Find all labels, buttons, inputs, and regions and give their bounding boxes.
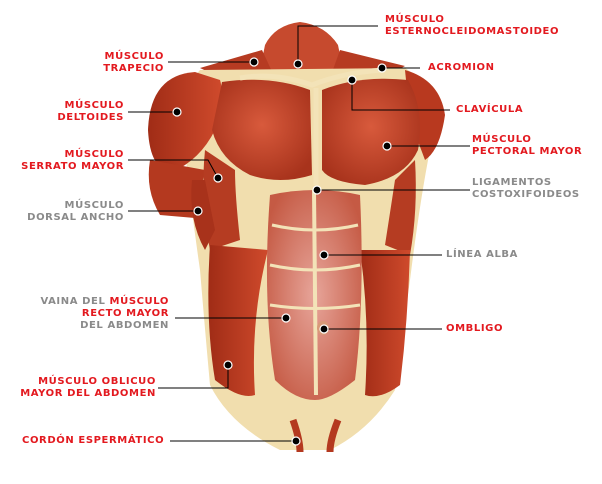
deltoid-left [148, 72, 222, 172]
label-cordon: CORDÓN ESPERMÁTICO [22, 435, 164, 447]
marker-serrato [213, 173, 223, 183]
label-linea-alba: LÍNEA ALBA [446, 249, 518, 261]
label-oblicuo-line2: MAYOR DEL ABDOMEN [20, 388, 156, 399]
marker-dorsal [193, 206, 203, 216]
label-deltoides-line1: MÚSCULO [64, 100, 124, 111]
marker-linea-alba [319, 250, 329, 260]
pectoral-left [212, 79, 312, 180]
label-oblicuo-line1: MÚSCULO OBLICUO [38, 376, 156, 387]
label-cordon-line1: CORDÓN ESPERMÁTICO [22, 435, 165, 446]
label-clavicula-line1: CLAVÍCULA [456, 104, 524, 115]
label-esternocleidomastoideo: MÚSCULO ESTERNOCLEIDOMASTOIDEO [385, 14, 559, 38]
neck [258, 22, 345, 80]
label-ombligo-line1: OMBLIGO [446, 323, 504, 334]
marker-acromion [377, 63, 387, 73]
label-dorsal: MÚSCULO DORSAL ANCHO [27, 200, 124, 224]
oblique-right [360, 250, 410, 397]
label-esterno-line1: MÚSCULO [385, 14, 445, 25]
label-vaina-line1: VAINA DEL MÚSCULO [40, 296, 169, 308]
label-trapecio-line1: MÚSCULO [104, 51, 164, 62]
marker-deltoides [172, 107, 182, 117]
label-linea-alba-line1: LÍNEA ALBA [446, 249, 518, 260]
label-vaina-recto: VAINA DEL MÚSCULO RECTO MAYOR DEL ABDOME… [40, 296, 169, 332]
marker-cordon [291, 436, 301, 446]
marker-esternocleidomastoideo [293, 59, 303, 69]
label-oblicuo: MÚSCULO OBLICUO MAYOR DEL ABDOMEN [20, 376, 156, 400]
marker-pectoral [382, 141, 392, 151]
label-dorsal-line1: MÚSCULO [64, 200, 124, 211]
label-serrato: MÚSCULO SERRATO MAYOR [21, 149, 124, 173]
spermatic-cord-right [326, 418, 342, 453]
label-ligamentos: LIGAMENTOS COSTOXIFOIDEOS [472, 177, 580, 201]
label-acromion-line1: ACROMION [428, 62, 495, 73]
label-ligamentos-line2: COSTOXIFOIDEOS [472, 189, 580, 200]
label-vaina-line1a: VAINA DEL [40, 296, 110, 307]
arm-left [148, 160, 205, 218]
marker-trapecio [249, 57, 259, 67]
label-pectoral-line1: MÚSCULO [472, 134, 532, 145]
label-trapecio-line2: TRAPECIO [103, 63, 164, 74]
marker-clavicula [347, 75, 357, 85]
label-vaina-line2: RECTO MAYOR [81, 308, 169, 319]
label-vaina-line1b: MÚSCULO [109, 296, 169, 307]
label-dorsal-line2: DORSAL ANCHO [27, 212, 124, 223]
label-ombligo: OMBLIGO [446, 323, 503, 335]
oblique-left [208, 245, 268, 396]
deltoid-right [405, 70, 445, 160]
label-trapecio: MÚSCULO TRAPECIO [103, 51, 164, 75]
label-esterno-line2: ESTERNOCLEIDOMASTOIDEO [385, 26, 560, 37]
marker-dots [172, 57, 392, 446]
label-serrato-line1: MÚSCULO [64, 149, 124, 160]
label-deltoides-line2: DELTOIDES [57, 112, 124, 123]
marker-recto [281, 313, 291, 323]
pectoral-right [322, 78, 421, 185]
label-acromion: ACROMION [428, 62, 495, 74]
marker-ombligo [319, 324, 329, 334]
label-vaina-line3: DEL ABDOMEN [80, 320, 169, 331]
marker-ligamentos [312, 185, 322, 195]
label-pectoral-line2: PECTORAL MAYOR [472, 146, 583, 157]
latissimus-left [191, 180, 215, 250]
serratus-right [385, 160, 416, 255]
marker-oblicuo [223, 360, 233, 370]
label-deltoides: MÚSCULO DELTOIDES [57, 100, 124, 124]
leader-lines [128, 25, 470, 442]
label-ligamentos-line1: LIGAMENTOS [472, 177, 552, 188]
label-pectoral: MÚSCULO PECTORAL MAYOR [472, 134, 582, 158]
label-serrato-line2: SERRATO MAYOR [21, 161, 124, 172]
label-clavicula: CLAVÍCULA [456, 104, 523, 116]
